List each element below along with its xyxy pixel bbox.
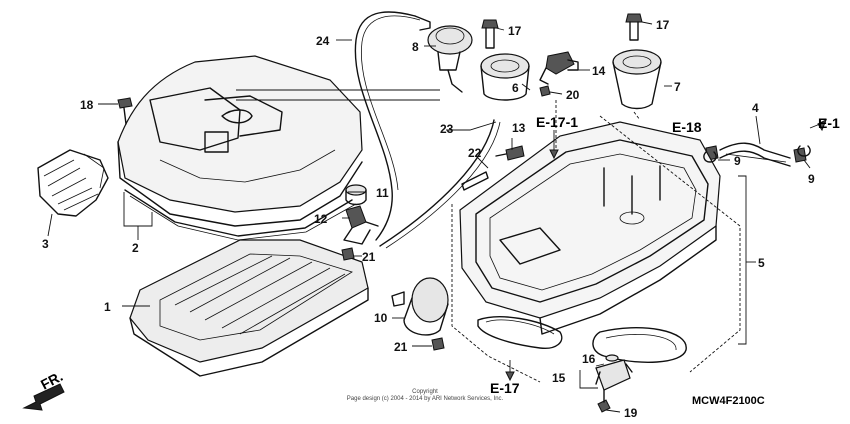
part-number-5: 5 [758, 256, 765, 270]
housing-5-part [459, 121, 721, 335]
arrow-icons [505, 118, 827, 382]
valve-8-part [427, 25, 473, 93]
clip-9-left-part [703, 151, 717, 163]
funnel-7-part [612, 49, 662, 110]
part-number-18: 18 [80, 98, 94, 112]
part-number-6: 6 [512, 81, 519, 95]
part-number-7: 7 [674, 80, 681, 94]
reference-boundary [451, 100, 741, 383]
tube-22-part [461, 171, 489, 191]
fitting-12-part [343, 205, 379, 245]
cover-part [117, 55, 440, 241]
part-number-17-right: 17 [656, 18, 670, 32]
bracket-2 [123, 192, 153, 227]
part-number-8: 8 [412, 40, 419, 54]
part-number-11: 11 [376, 186, 389, 200]
part-number-10: 10 [374, 311, 388, 325]
sensor-14-part [539, 51, 579, 85]
hose-4-part [705, 142, 807, 167]
part-number-16: 16 [582, 352, 596, 366]
part-number-24: 24 [316, 34, 330, 48]
bracket-15 [579, 370, 598, 389]
leader-lines [47, 21, 821, 413]
copyright-line-1: Copyright [412, 389, 438, 395]
duct-boot-part [37, 149, 109, 217]
bolt-21-upper-part [341, 247, 355, 261]
part-number-19: 19 [624, 406, 638, 420]
diagram-code: MCW4F2100C [692, 395, 765, 407]
hose-23-part [379, 119, 501, 249]
part-number-3: 3 [42, 237, 49, 251]
bolt-17-right-part [625, 13, 643, 41]
bolt-21-lower-part [431, 337, 445, 351]
filter-element-part [129, 239, 369, 377]
part-number-20: 20 [566, 88, 580, 102]
part-number-12: 12 [314, 212, 328, 226]
joint-13-part [495, 145, 525, 161]
part-number-2: 2 [132, 241, 139, 255]
part-number-4: 4 [752, 101, 759, 115]
front-direction-arrow-icon [22, 383, 65, 411]
bolt-20-part [539, 85, 551, 97]
copyright-line-2: Page design (c) 2004 - 2014 by ARI Netwo… [347, 396, 504, 402]
gasket-right-part [592, 327, 687, 363]
hose-24-part [354, 11, 431, 241]
reference-e-18: E-18 [672, 119, 702, 135]
gasket-left-part [477, 316, 563, 349]
part-number-1: 1 [104, 300, 111, 314]
part-number-23: 23 [440, 122, 454, 136]
bracket-5 [738, 175, 747, 345]
cylinder-6-part [480, 53, 530, 101]
bolt-17-left-part [481, 19, 499, 49]
part-number-15: 15 [552, 371, 566, 385]
cap-11-part [345, 184, 367, 206]
part-number-9-right: 9 [808, 172, 815, 186]
part-number-17-left: 17 [508, 24, 522, 38]
part-number-21-lower: 21 [394, 340, 408, 354]
part-number-13: 13 [512, 121, 526, 135]
reference-e-1: E-1 [818, 115, 840, 131]
clip-9-right-part [797, 145, 811, 157]
part-number-14: 14 [592, 64, 606, 78]
filter-10-part [391, 277, 449, 336]
reference-e-17: E-17 [490, 380, 520, 396]
reference-e-17-1: E-17-1 [536, 114, 578, 130]
part-number-9-left: 9 [734, 154, 741, 168]
part-number-21-upper: 21 [362, 250, 376, 264]
bracket-15-part [595, 354, 633, 413]
bolt-18-part [117, 97, 133, 125]
part-number-22: 22 [468, 146, 482, 160]
